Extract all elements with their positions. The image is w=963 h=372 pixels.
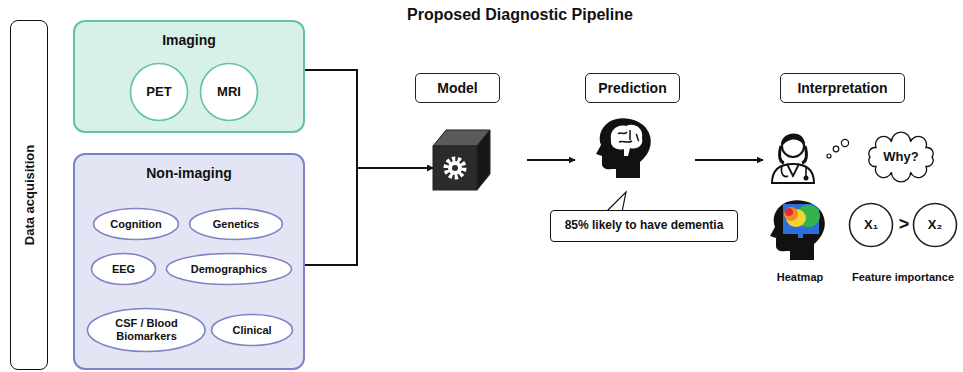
thought-dot — [827, 154, 831, 158]
node-label: 85% likely to have dementia — [565, 219, 724, 233]
stethoscope-end — [804, 176, 809, 181]
ellipse-shape — [167, 254, 292, 285]
doctor-icon — [772, 133, 849, 183]
gear-teeth — [446, 159, 464, 177]
icon-caption: Heatmap — [766, 271, 834, 283]
ellipse-shape — [190, 209, 283, 240]
ellipse-shape — [88, 309, 206, 352]
ellipse-shape — [94, 209, 179, 240]
cube-front — [433, 146, 477, 190]
node-label: Demographics — [191, 263, 267, 276]
ellipse-node: CSF / Blood Biomarkers — [86, 307, 207, 353]
circle-shape — [914, 204, 957, 247]
ellipse-node: Genetics — [188, 207, 284, 241]
stage-label: Interpretation — [780, 73, 905, 103]
flow-arrow — [527, 159, 575, 161]
node-label: X₁ — [864, 218, 878, 233]
circle-node: X₁ — [848, 202, 894, 248]
heatmap-icon — [770, 200, 825, 260]
circle-shape — [131, 64, 188, 121]
node-label: MRI — [217, 85, 241, 100]
group-node: ImagingPET MRI — [73, 20, 305, 133]
group-heading: Data acquisition — [22, 145, 37, 245]
thought-node: Why? — [866, 137, 936, 177]
bubble-node: 85% likely to have dementia — [550, 210, 738, 242]
node-label: CSF / Blood Biomarkers — [102, 317, 192, 342]
heat-stem — [798, 230, 803, 238]
comparison-sign: > — [896, 214, 912, 235]
gear-hole — [452, 165, 458, 171]
ellipse-shape — [92, 254, 156, 285]
thought-dot — [841, 139, 848, 146]
node-label: PET — [146, 85, 171, 100]
col-node: Prediction — [575, 73, 695, 183]
circle-node: MRI — [199, 62, 259, 122]
node-label: Cognition — [110, 218, 161, 231]
ellipse-node: Cognition — [92, 207, 180, 241]
flow-arrow — [695, 159, 763, 161]
thought-cloud — [869, 132, 933, 182]
diagram-title: Proposed Diagnostic Pipeline — [360, 6, 680, 24]
heat-red — [785, 208, 793, 216]
doctor-collar — [787, 164, 799, 176]
bar-node: Data acquisition — [10, 20, 48, 370]
circle-shape — [201, 64, 258, 121]
model-cube — [433, 130, 490, 190]
cube-side — [477, 130, 490, 190]
head-silhouette — [596, 118, 651, 178]
group-node: Non-imagingCognition GeneticsEEG Demograph… — [73, 153, 305, 370]
icon-caption: Feature importance — [846, 271, 960, 283]
node-label: Genetics — [213, 218, 259, 231]
thought-dot — [833, 146, 839, 152]
circle-shape — [850, 204, 893, 247]
group-heading: Non-imaging — [75, 165, 303, 181]
node-label: EEG — [112, 263, 135, 276]
col-node: Model — [433, 73, 527, 193]
node-label: X₂ — [928, 218, 942, 233]
ellipse-node: Clinical — [210, 313, 294, 347]
flow-arrow — [305, 168, 433, 265]
circle-node: PET — [129, 62, 189, 122]
node-label: Why? — [883, 150, 918, 165]
flow-arrow — [305, 70, 433, 168]
stage-label: Model — [415, 73, 500, 103]
head-silhouette — [770, 200, 825, 260]
heat-blue — [783, 204, 819, 234]
group-heading: Imaging — [75, 32, 303, 48]
ellipse-shape — [212, 315, 293, 346]
stage-label: Prediction — [585, 73, 680, 103]
doctor-body — [772, 164, 814, 183]
ellipse-node: Demographics — [165, 252, 293, 286]
node-label: Clinical — [232, 324, 271, 337]
brain-folds — [618, 130, 639, 142]
stethoscope — [781, 166, 806, 177]
brain-head-icon — [596, 118, 651, 178]
brain-shape — [611, 125, 643, 156]
doctor-hair-sides — [780, 146, 807, 163]
circle-node: X₂ — [912, 202, 958, 248]
bubble-tail — [606, 192, 626, 212]
ellipse-node: EEG — [90, 252, 157, 286]
doctor-hair — [781, 133, 805, 147]
heat-orange — [784, 207, 798, 221]
gear-body — [448, 161, 462, 175]
